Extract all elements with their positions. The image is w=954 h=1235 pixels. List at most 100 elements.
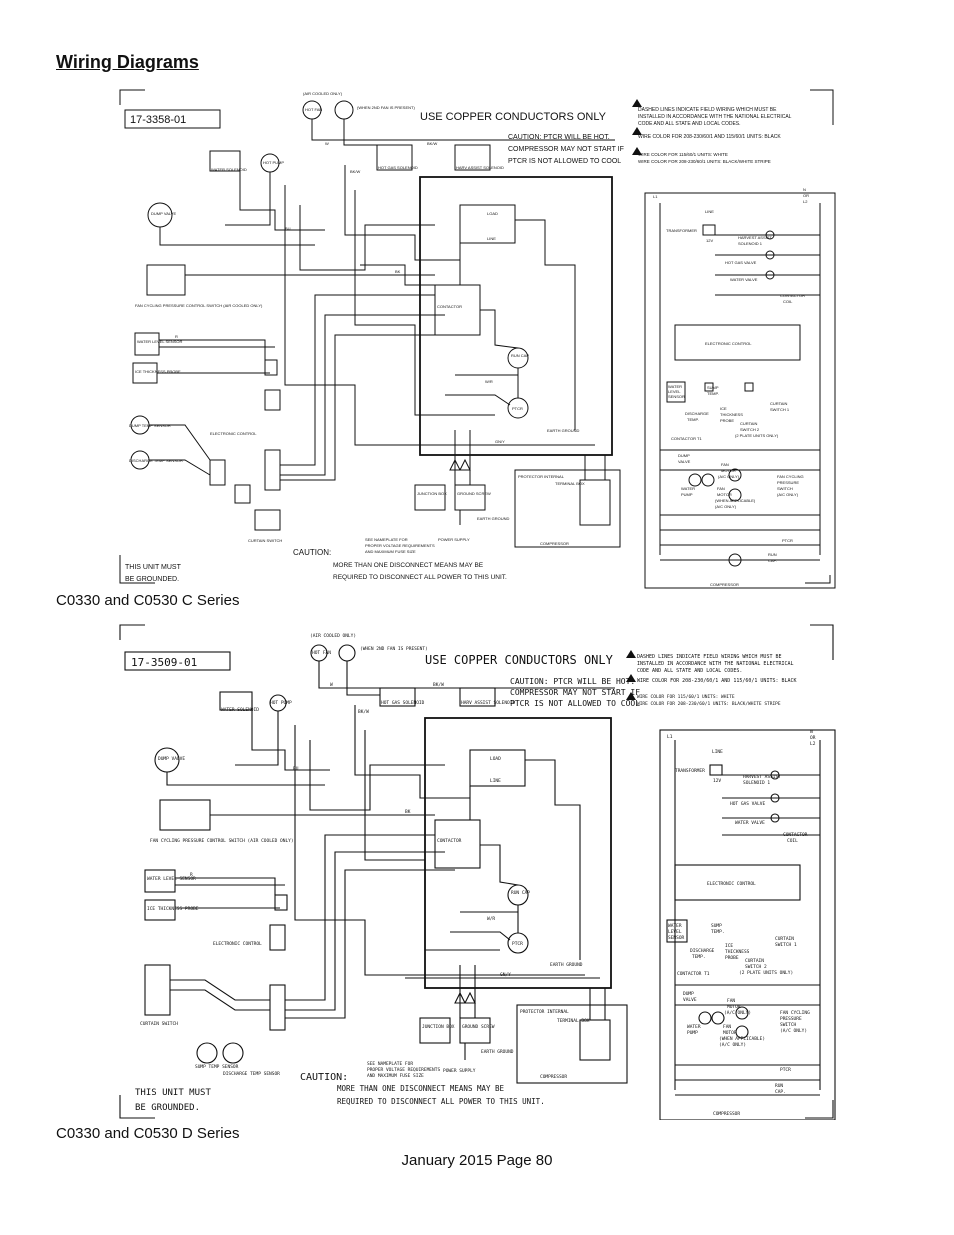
schematic-label: SWITCH 2 xyxy=(745,964,767,970)
schematic-label: (A/C ONLY) xyxy=(724,1010,751,1016)
label: CONTACTOR xyxy=(437,304,462,309)
schematic-label: (2 PLATE UNITS ONLY) xyxy=(735,433,779,438)
label: SUMP TEMP SENSOR xyxy=(195,1064,239,1070)
note-line: WIRE COLOR FOR 208-230/60/1 UNITS: BLACK… xyxy=(637,701,781,707)
label: RUN CAP xyxy=(511,353,529,358)
wire-label: BK/W xyxy=(358,709,369,715)
schematic-label: HARVEST ASSIST xyxy=(743,774,781,780)
part-number: 17-3509-01 xyxy=(131,656,197,669)
ground-note: THIS UNIT MUST xyxy=(135,1088,211,1098)
note-line: DASHED LINES INDICATE FIELD WIRING WHICH… xyxy=(638,107,777,113)
label: WATER LEVEL SENSOR xyxy=(147,876,196,882)
schematic-label: WATER VALVE xyxy=(735,820,765,826)
label: PROTECTOR INTERNAL xyxy=(520,1009,569,1015)
schematic-label: 12V xyxy=(713,778,721,784)
wire-label: BK/W xyxy=(433,682,444,688)
nameplate-note: SEE NAMEPLATE FOR xyxy=(367,1061,413,1067)
label: GROUND SCREW xyxy=(457,491,491,496)
schematic-label: CONTACTOR T1 xyxy=(677,971,710,977)
label: HOT GAS SOLENOID xyxy=(378,165,418,170)
schematic-label: CURTAIN xyxy=(775,936,794,942)
caution-text: MORE THAN ONE DISCONNECT MEANS MAY BE xyxy=(333,562,484,569)
wire-label: R xyxy=(190,872,193,878)
label: HOT PUMP xyxy=(270,700,292,706)
label: EARTH GROUND xyxy=(547,428,579,433)
schematic-label: COMPRESSOR xyxy=(713,1111,740,1117)
schematic-label: DUMP xyxy=(683,991,694,997)
label: ICE THICKNESS PROBE xyxy=(147,906,199,912)
schematic-label: OR xyxy=(803,193,809,198)
label: WATER SOLENOID xyxy=(221,707,259,713)
schematic-label: CURTAIN xyxy=(745,958,764,964)
ground-note: THIS UNIT MUST xyxy=(125,564,182,571)
label: CONTACTOR xyxy=(437,838,462,844)
ground-note: BE GROUNDED. xyxy=(125,576,179,583)
schematic-label: TRANSFORMER xyxy=(675,768,705,774)
ptcr-caution-line: COMPRESSOR MAY NOT START IF xyxy=(510,688,640,697)
label: LINE xyxy=(490,778,501,784)
schematic-label: COIL xyxy=(787,838,798,844)
label: TERMINAL BOX xyxy=(557,1018,590,1024)
schematic-label: CURTAIN xyxy=(770,401,788,406)
schematic-label: MOTOR xyxy=(723,1030,737,1036)
label: FAN CYCLING PRESSURE CONTROL SWITCH (AIR… xyxy=(135,303,263,308)
label: DUMP TEMP SENSOR xyxy=(129,423,171,428)
schematic-label: VALVE xyxy=(683,997,697,1003)
schematic-label: VALVE xyxy=(678,459,691,464)
label: (WHEN 2ND FAN IS PRESENT) xyxy=(360,646,428,652)
label: HARV ASSIST SOLENOID xyxy=(461,700,515,706)
schematic-label: LEVEL xyxy=(668,929,682,935)
schematic-label: SWITCH xyxy=(777,486,793,491)
wire-label: GN/Y xyxy=(495,439,505,444)
schematic-label: ICE xyxy=(720,406,727,411)
schematic-label: SOLENOID 1 xyxy=(738,241,763,246)
nameplate-note: PROPER VOLTAGE REQUIREMENTS xyxy=(367,1067,440,1073)
schematic-label: PUMP xyxy=(681,492,693,497)
note-line: WIRE COLOR FOR 208-230/60/1 AND 115/60/1… xyxy=(638,134,781,140)
wire-label: BK/W xyxy=(427,141,437,146)
label: CURTAIN SWITCH xyxy=(140,1021,178,1027)
schematic-label: THICKNESS xyxy=(725,949,750,955)
note-line: CODE AND ALL STATE AND LOCAL CODES. xyxy=(637,668,742,674)
caption-c-series: C0330 and C0530 C Series xyxy=(56,592,240,609)
ptcr-caution-line: PTCR IS NOT ALLOWED TO COOL xyxy=(508,158,621,165)
label: DISCHARGE TEMP SENSOR xyxy=(129,458,183,463)
label: (AIR COOLED ONLY) xyxy=(303,91,343,96)
wiring-diagram-c-series: 17-3358-01 USE COPPER CONDUCTORS ONLY CA… xyxy=(119,89,836,589)
schematic-label: DISCHARGE xyxy=(685,411,709,416)
schematic-label: SENSOR xyxy=(668,394,685,399)
note-line: CODE AND ALL STATE AND LOCAL CODES. xyxy=(638,121,741,127)
label: WATER LEVEL SENSOR xyxy=(137,339,183,344)
page-title: Wiring Diagrams xyxy=(56,52,199,72)
label: WATER SOLENOID xyxy=(211,167,247,172)
schematic-label: FAN xyxy=(717,486,725,491)
label: HOT GAS SOLENOID xyxy=(381,700,425,706)
schematic-label: TRANSFORMER xyxy=(666,228,697,233)
schematic-label: MOTOR xyxy=(721,468,736,473)
caption-d-series: C0330 and C0530 D Series xyxy=(56,1125,240,1142)
label: DUMP VALVE xyxy=(158,756,185,762)
schematic-label: PROBE xyxy=(720,418,734,423)
label: EARTH GROUND xyxy=(481,1049,514,1055)
schematic-label: FAN xyxy=(723,1024,731,1030)
wire-label: W/R xyxy=(487,916,495,922)
schematic-label: LINE xyxy=(705,209,714,214)
wire-label: W/R xyxy=(485,379,493,384)
nameplate-note: PROPER VOLTAGE REQUIREMENTS xyxy=(365,543,435,548)
schematic-label: SWITCH 2 xyxy=(740,427,760,432)
schematic-label: (A/C ONLY) xyxy=(777,492,799,497)
wire-label: BK/W xyxy=(350,169,360,174)
note-line: WIRE COLOR FOR 115/60/1 UNITS: WHITE xyxy=(638,152,728,157)
schematic-label: (A/C ONLY) xyxy=(718,474,740,479)
schematic-label: TEMP. xyxy=(711,929,725,935)
schematic-label: WATER xyxy=(681,486,695,491)
schematic-label: FAN CYCLING xyxy=(777,474,804,479)
schematic-label: MOTOR xyxy=(717,492,732,497)
caution-text: REQUIRED TO DISCONNECT ALL POWER TO THIS… xyxy=(333,574,507,581)
ptcr-caution-line: CAUTION: PTCR WILL BE HOT. xyxy=(510,677,635,686)
schematic-label: RUN xyxy=(768,552,777,557)
schematic-label: PRESSURE xyxy=(780,1016,802,1022)
wire-label: W xyxy=(330,682,333,688)
label: FAN CYCLING PRESSURE CONTROL SWITCH (AIR… xyxy=(150,838,294,844)
wire-label: R xyxy=(175,334,178,339)
